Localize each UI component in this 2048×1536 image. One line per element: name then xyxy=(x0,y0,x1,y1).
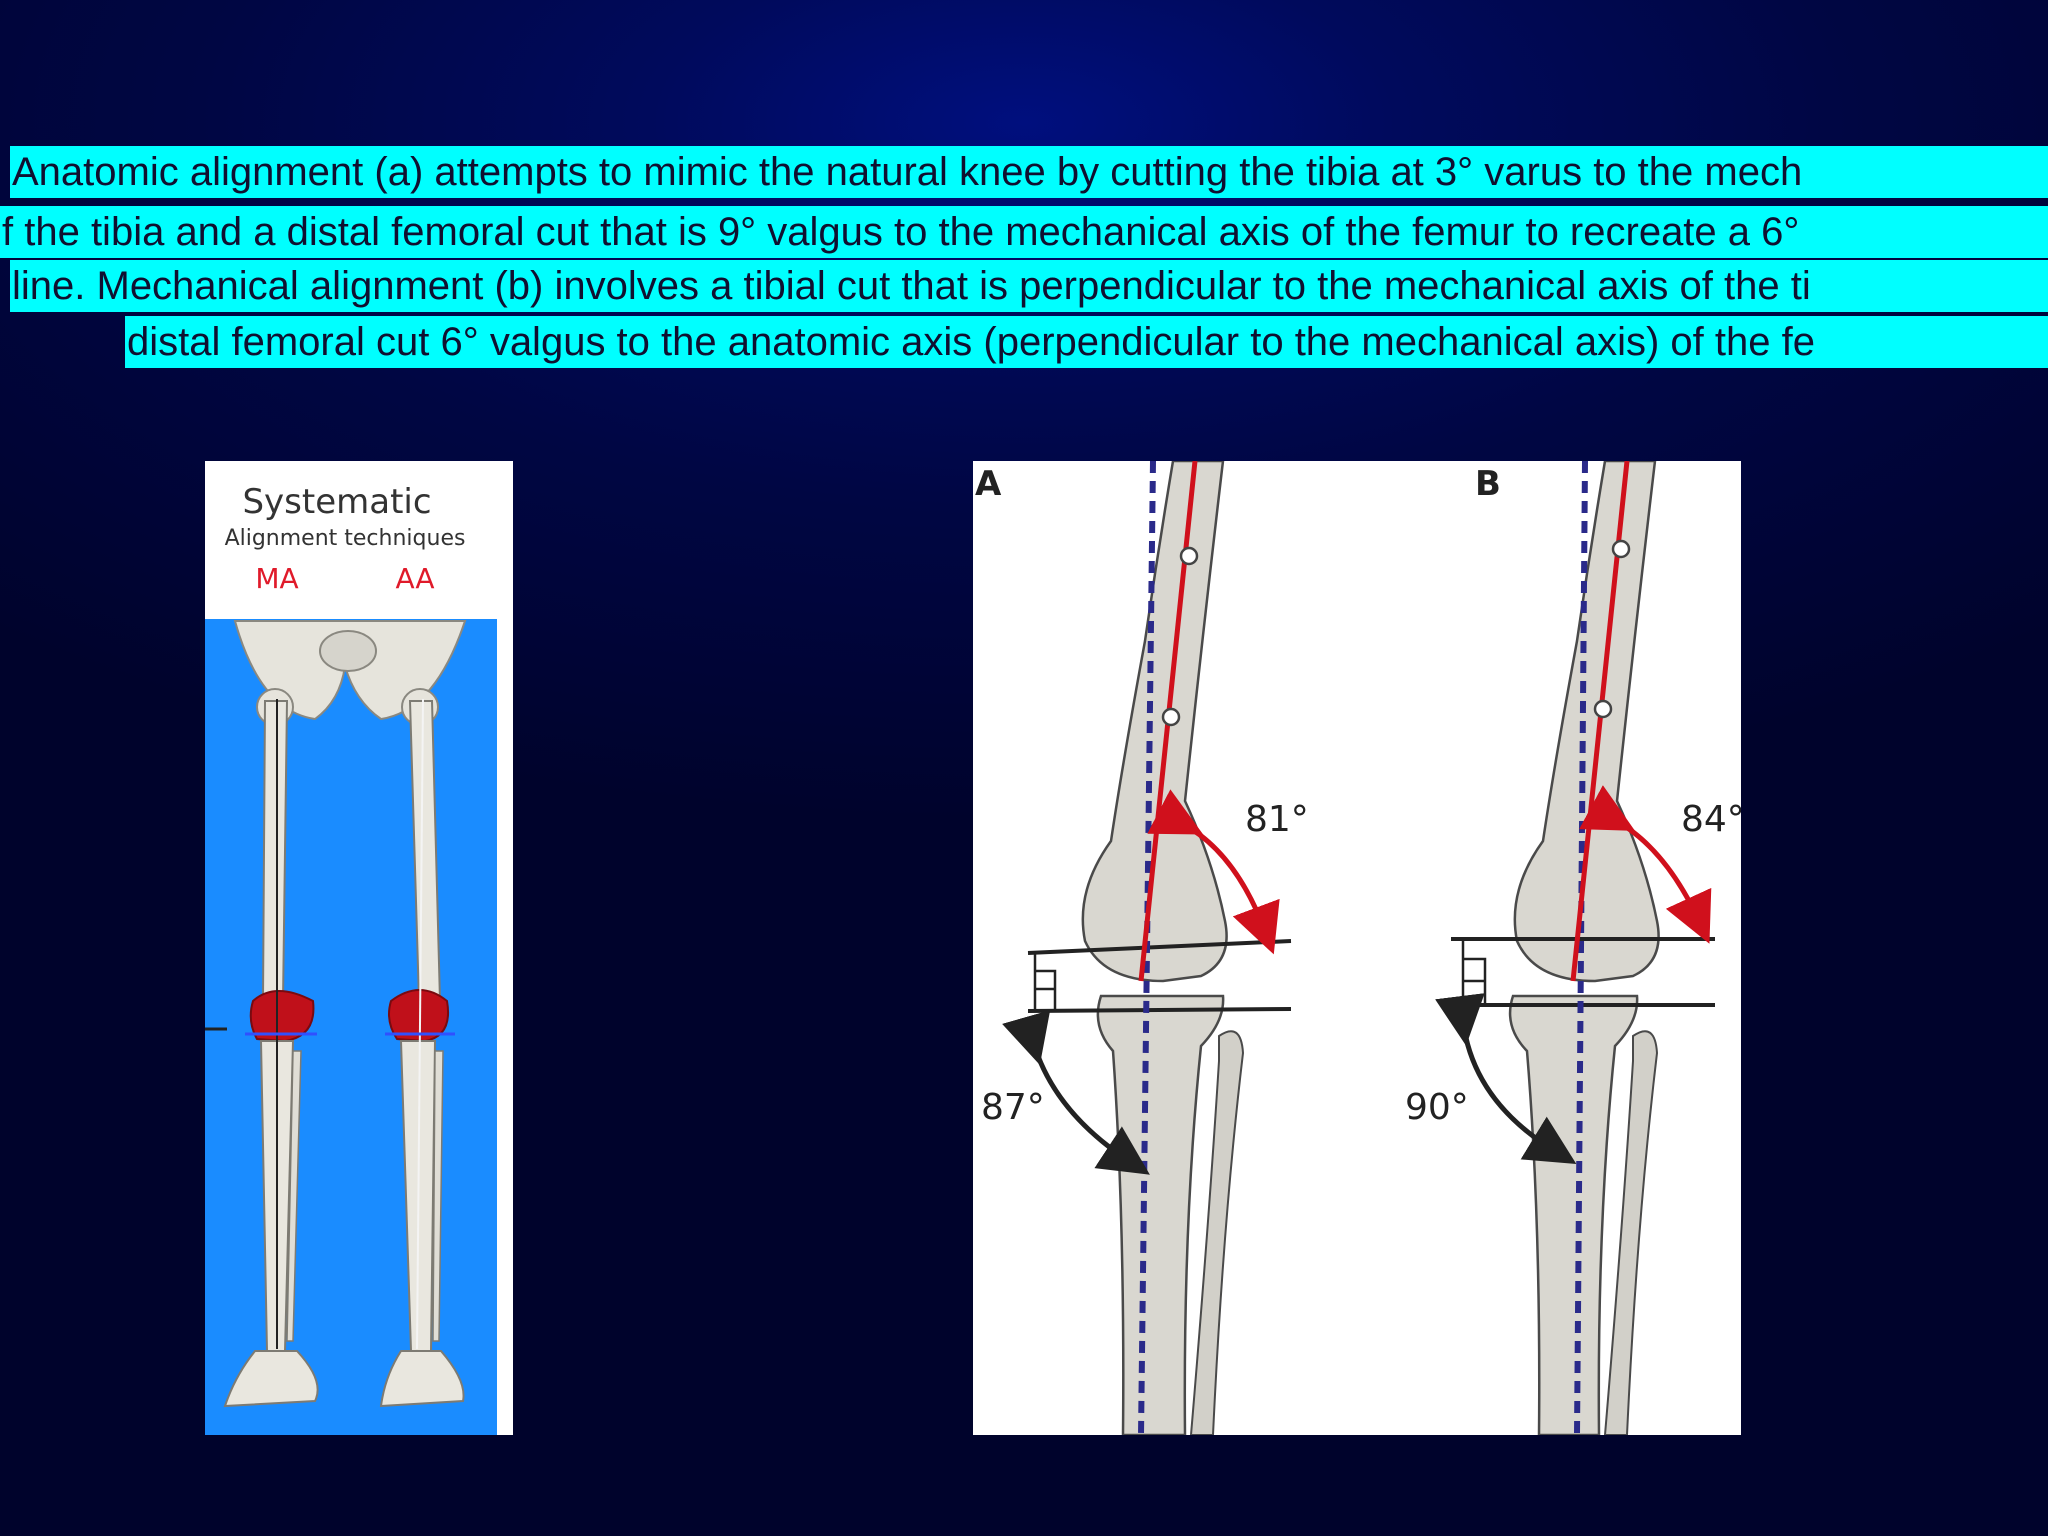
left-figure-subtitle: Alignment techniques xyxy=(225,526,466,551)
label-ma: MA xyxy=(255,562,298,595)
femoral-angle-arc-a xyxy=(1147,789,1280,955)
caption-line-2: f the tibia and a distal femoral cut tha… xyxy=(0,206,2048,258)
femoral-angle-a: 81° xyxy=(1245,799,1309,840)
mechanical-axis-b xyxy=(1574,461,1588,1435)
caption-block: Anatomic alignment (a) attempts to mimic… xyxy=(0,0,2048,400)
fibula-a xyxy=(1189,1030,1245,1435)
anatomic-axis-line-aa xyxy=(416,698,424,1350)
panel-b: B 84° 90° xyxy=(1405,461,1741,1435)
mechanical-axis-a xyxy=(1138,461,1156,1435)
tibial-cut-a xyxy=(1027,1007,1292,1013)
right-figure-illustration: A 81° 87° B xyxy=(975,461,1741,1435)
tibial-angle-arc-b xyxy=(1435,993,1577,1165)
panel-a-letter: A xyxy=(975,464,1002,504)
femur-a xyxy=(1081,461,1228,983)
panel-a: A 81° 87° xyxy=(975,461,1309,1435)
caption-line-4: distal femoral cut 6° valgus to the anat… xyxy=(125,316,2048,368)
label-aa: AA xyxy=(395,562,434,595)
tibial-angle-arc-a xyxy=(1002,1010,1150,1175)
panel-b-letter: B xyxy=(1475,464,1501,504)
femur-b xyxy=(1513,461,1660,983)
femoral-angle-arc-b xyxy=(1579,785,1712,944)
leg-ma xyxy=(205,699,319,1408)
left-figure-alignment-techniques: Systematic Alignment techniques MA AA xyxy=(205,461,513,1435)
fibula-b xyxy=(1603,1030,1659,1435)
leg-aa xyxy=(379,698,465,1408)
caption-line-3: line. Mechanical alignment (b) involves … xyxy=(10,260,2048,312)
caption-line-1: Anatomic alignment (a) attempts to mimic… xyxy=(10,146,2048,198)
tibial-angle-b: 90° xyxy=(1405,1087,1469,1128)
femoral-angle-b: 84° xyxy=(1681,799,1741,840)
left-figure-title: Systematic xyxy=(242,482,431,522)
tibial-angle-a: 87° xyxy=(981,1087,1045,1128)
left-figure-illustration: Systematic Alignment techniques MA AA xyxy=(205,482,497,1435)
right-figure-alignment-comparison: A 81° 87° B xyxy=(973,461,1741,1435)
blue-background xyxy=(205,619,497,1435)
